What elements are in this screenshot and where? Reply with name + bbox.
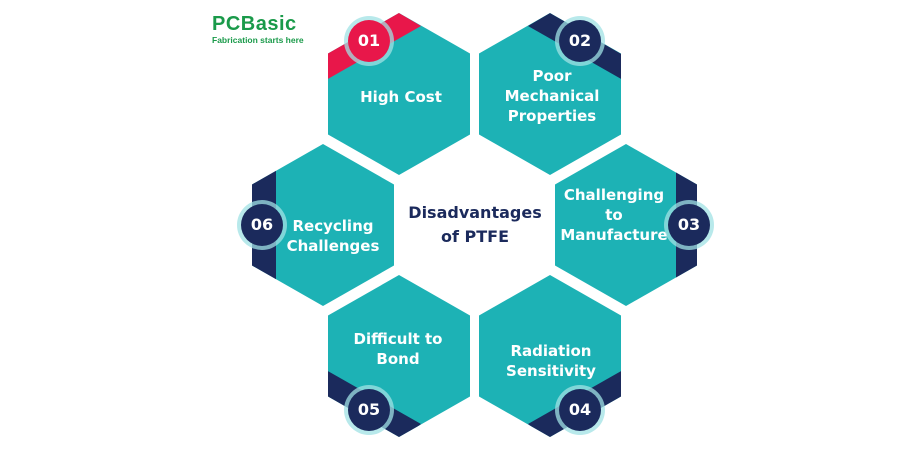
label-line: to [605,206,623,224]
hex-label-06: Recycling Challenges [287,216,380,256]
hex-label-01: High Cost [360,87,442,107]
label-line: High Cost [360,88,442,106]
hex-label-02: Poor Mechanical Properties [505,66,600,126]
label-line: Poor [532,67,572,85]
hexagon-03 [555,144,697,306]
hex-label-04: Radiation Sensitivity [506,341,596,381]
label-line: Radiation [510,342,592,360]
badge-06: 06 [241,204,283,246]
pcbasic-logo: PCBasic Fabrication starts here [212,14,304,45]
hex-label-05: Difficult to Bond [354,329,443,369]
label-line: Mechanical [504,87,600,105]
badge-03: 03 [668,204,710,246]
title-line-2: of PTFE [440,227,510,246]
label-line: Recycling [292,217,374,235]
badge-05: 05 [348,389,390,431]
label-line: Difficult to [353,330,443,348]
hex-label-03: Challenging to Manufacture [560,185,667,245]
label-line: Bond [376,350,420,368]
diagram-title: Disadvantages of PTFE [408,201,541,249]
label-line: Properties [507,107,597,125]
badge-04: 04 [559,389,601,431]
logo-brand: PCBasic [212,13,297,35]
label-line: Challenges [286,237,380,255]
badge-01: 01 [348,20,390,62]
title-line-1: Disadvantages [408,203,542,222]
label-line: Sensitivity [506,362,596,380]
label-line: Challenging [563,186,665,204]
badge-02: 02 [559,20,601,62]
label-line: Manufacture [560,226,668,244]
logo-tagline: Fabrication starts here [212,35,304,45]
